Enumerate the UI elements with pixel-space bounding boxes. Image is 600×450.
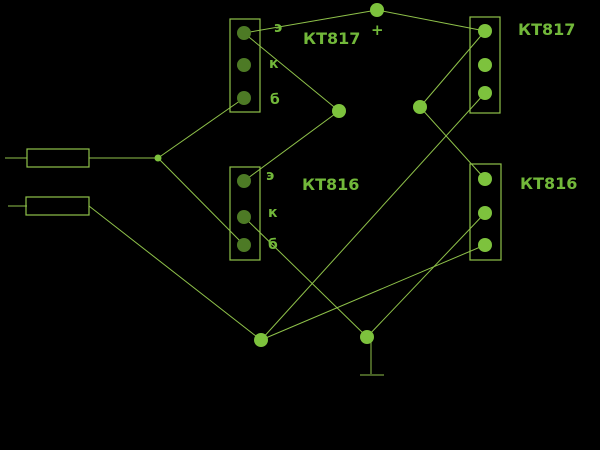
wire-q4c-ground <box>366 212 486 338</box>
node-bottom-left <box>254 333 268 347</box>
node-right-mid <box>413 100 427 114</box>
transistor-q1-type: КТ817 <box>303 29 360 48</box>
transistor-q4-type: КТ816 <box>520 174 577 193</box>
wire-node-left-q3e <box>243 110 340 182</box>
transistor-q4-collector-pin <box>478 206 492 220</box>
input-resistor-2 <box>25 196 90 216</box>
wire-q2e-node-right <box>419 30 486 108</box>
transistor-q4-body <box>469 163 502 261</box>
transistor-q2-base-pin <box>478 86 492 100</box>
transistor-q3: КТ816 э к б <box>229 166 359 261</box>
transistor-q4-base-pin <box>478 238 492 252</box>
wire-plus-q2-emitter <box>376 9 486 32</box>
transistor-q3-type: КТ816 <box>302 175 359 194</box>
transistor-q2-emitter-pin <box>478 24 492 38</box>
transistor-q4: КТ816 <box>469 163 577 261</box>
transistor-q1-base-pin <box>237 91 251 105</box>
node-left-mid <box>332 104 346 118</box>
input-junction-node <box>154 154 162 162</box>
transistor-q3-emitter-label: э <box>266 168 274 184</box>
wire-r2-bottom-node <box>88 205 262 341</box>
supply-node <box>370 3 384 17</box>
transistor-q1-emitter-label: э <box>274 20 282 36</box>
wire-junction-q3b <box>157 157 245 246</box>
supply-plus-label: + <box>371 21 384 39</box>
transistor-q1-base-label: б <box>270 92 280 108</box>
transistor-q3-body <box>229 166 261 261</box>
transistor-q3-base-label: б <box>268 237 278 253</box>
wire-bottom-q4b <box>260 244 486 341</box>
transistor-q3-base-pin <box>237 238 251 252</box>
transistor-q1-body <box>229 18 261 113</box>
wire-node-right-q4e <box>419 106 486 180</box>
transistor-q1-collector-pin <box>237 58 251 72</box>
wire-q3c-ground <box>243 216 368 338</box>
ground-node <box>360 330 374 344</box>
transistor-q3-emitter-pin <box>237 174 251 188</box>
transistor-q2-type: КТ817 <box>518 20 575 39</box>
transistor-q4-emitter-pin <box>478 172 492 186</box>
wire-bottom-q2b <box>260 92 486 341</box>
transistor-q2: КТ817 <box>469 16 575 114</box>
transistor-q3-collector-pin <box>237 210 251 224</box>
wire-plus-q1-emitter <box>243 9 378 34</box>
transistor-q1: КТ817 э к б <box>229 18 360 113</box>
transistor-q3-collector-label: к <box>268 205 278 221</box>
transistor-q2-body <box>469 16 501 114</box>
transistor-q1-emitter-pin <box>237 26 251 40</box>
wires <box>5 9 486 376</box>
transistor-q1-collector-label: к <box>269 56 279 72</box>
input-resistor-1 <box>26 148 90 168</box>
transistor-q2-collector-pin <box>478 58 492 72</box>
wire-junction-q1b <box>157 97 245 159</box>
